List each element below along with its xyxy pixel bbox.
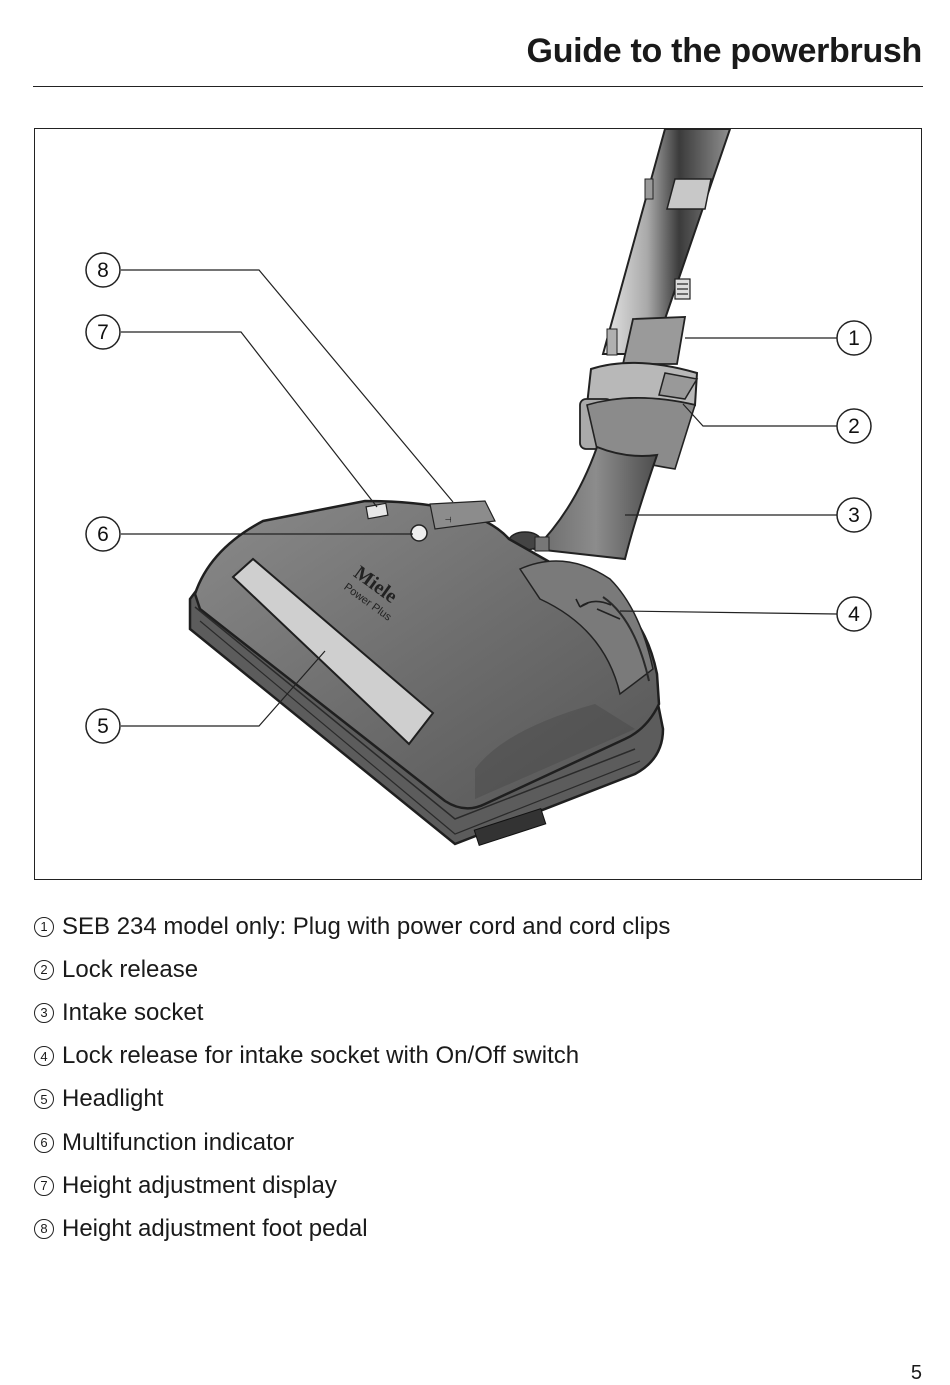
header-rule bbox=[33, 86, 923, 87]
legend-number: 4 bbox=[34, 1046, 54, 1067]
legend-text: SEB 234 model only: Plug with power cord… bbox=[62, 912, 671, 940]
svg-text:⊥: ⊥ bbox=[444, 516, 453, 523]
legend-item: 1 SEB 234 model only: Plug with power cor… bbox=[34, 905, 670, 948]
page-title: Guide to the powerbrush bbox=[526, 32, 923, 70]
leader-lines bbox=[121, 269, 838, 727]
callout-2: 2 bbox=[836, 408, 872, 444]
page-number: 5 bbox=[910, 1362, 922, 1384]
legend-text: Lock release bbox=[62, 955, 199, 983]
legend-number: 6 bbox=[34, 1132, 54, 1153]
legend-text: Height adjustment foot pedal bbox=[62, 1214, 368, 1242]
legend-item: 7 Height adjustment display bbox=[34, 1164, 670, 1207]
svg-text:6: 6 bbox=[97, 523, 109, 546]
callout-4: 4 bbox=[836, 596, 872, 632]
suction-tube bbox=[601, 129, 732, 365]
svg-text:5: 5 bbox=[97, 715, 109, 738]
legend-number: 7 bbox=[34, 1175, 54, 1196]
svg-text:8: 8 bbox=[97, 259, 109, 282]
legend-number: 3 bbox=[34, 1002, 54, 1023]
multifunction-indicator bbox=[410, 524, 428, 542]
svg-text:4: 4 bbox=[848, 603, 860, 626]
powerbrush-illustration: ⊥ Miele Power Plus 8 bbox=[34, 128, 922, 880]
callout-8: 8 bbox=[85, 252, 121, 288]
callout-1: 1 bbox=[836, 320, 872, 356]
legend-item: 2 Lock release bbox=[34, 948, 670, 991]
legend-text: Intake socket bbox=[62, 998, 204, 1026]
svg-text:3: 3 bbox=[848, 504, 860, 527]
legend-text: Height adjustment display bbox=[62, 1171, 337, 1199]
legend-text: Headlight bbox=[62, 1085, 164, 1113]
svg-text:2: 2 bbox=[848, 415, 860, 438]
powerbrush-drawing: ⊥ Miele Power Plus 8 bbox=[85, 129, 872, 847]
on-off-switch-icon bbox=[575, 598, 621, 620]
callout-3: 3 bbox=[836, 497, 872, 533]
legend-item: 5 Headlight bbox=[34, 1078, 670, 1121]
legend-text: Lock release for intake socket with On/O… bbox=[62, 1042, 580, 1070]
legend-item: 8 Height adjustment foot pedal bbox=[34, 1207, 670, 1250]
lock-release-collar bbox=[579, 361, 699, 470]
height-adjustment-foot-pedal: ⊥ bbox=[429, 500, 496, 530]
legend-item: 3 Intake socket bbox=[34, 991, 670, 1034]
legend-item: 6 Multifunction indicator bbox=[34, 1121, 670, 1164]
legend-number: 2 bbox=[34, 959, 54, 980]
legend-number: 1 bbox=[34, 916, 54, 937]
legend-number: 8 bbox=[34, 1218, 54, 1239]
svg-text:1: 1 bbox=[848, 327, 860, 350]
legend-number: 5 bbox=[34, 1089, 54, 1110]
callout-6: 6 bbox=[85, 516, 121, 552]
legend-text: Multifunction indicator bbox=[62, 1128, 295, 1156]
legend-item: 4 Lock release for intake socket with On/… bbox=[34, 1035, 670, 1078]
height-adjustment-display bbox=[365, 502, 389, 520]
svg-text:7: 7 bbox=[97, 321, 109, 344]
intake-socket bbox=[508, 445, 659, 561]
headlight-window bbox=[231, 557, 435, 746]
callout-5: 5 bbox=[85, 708, 121, 744]
brush-body bbox=[188, 499, 665, 847]
parts-legend: 1 SEB 234 model only: Plug with power cor… bbox=[34, 905, 670, 1251]
callout-7: 7 bbox=[85, 314, 121, 350]
